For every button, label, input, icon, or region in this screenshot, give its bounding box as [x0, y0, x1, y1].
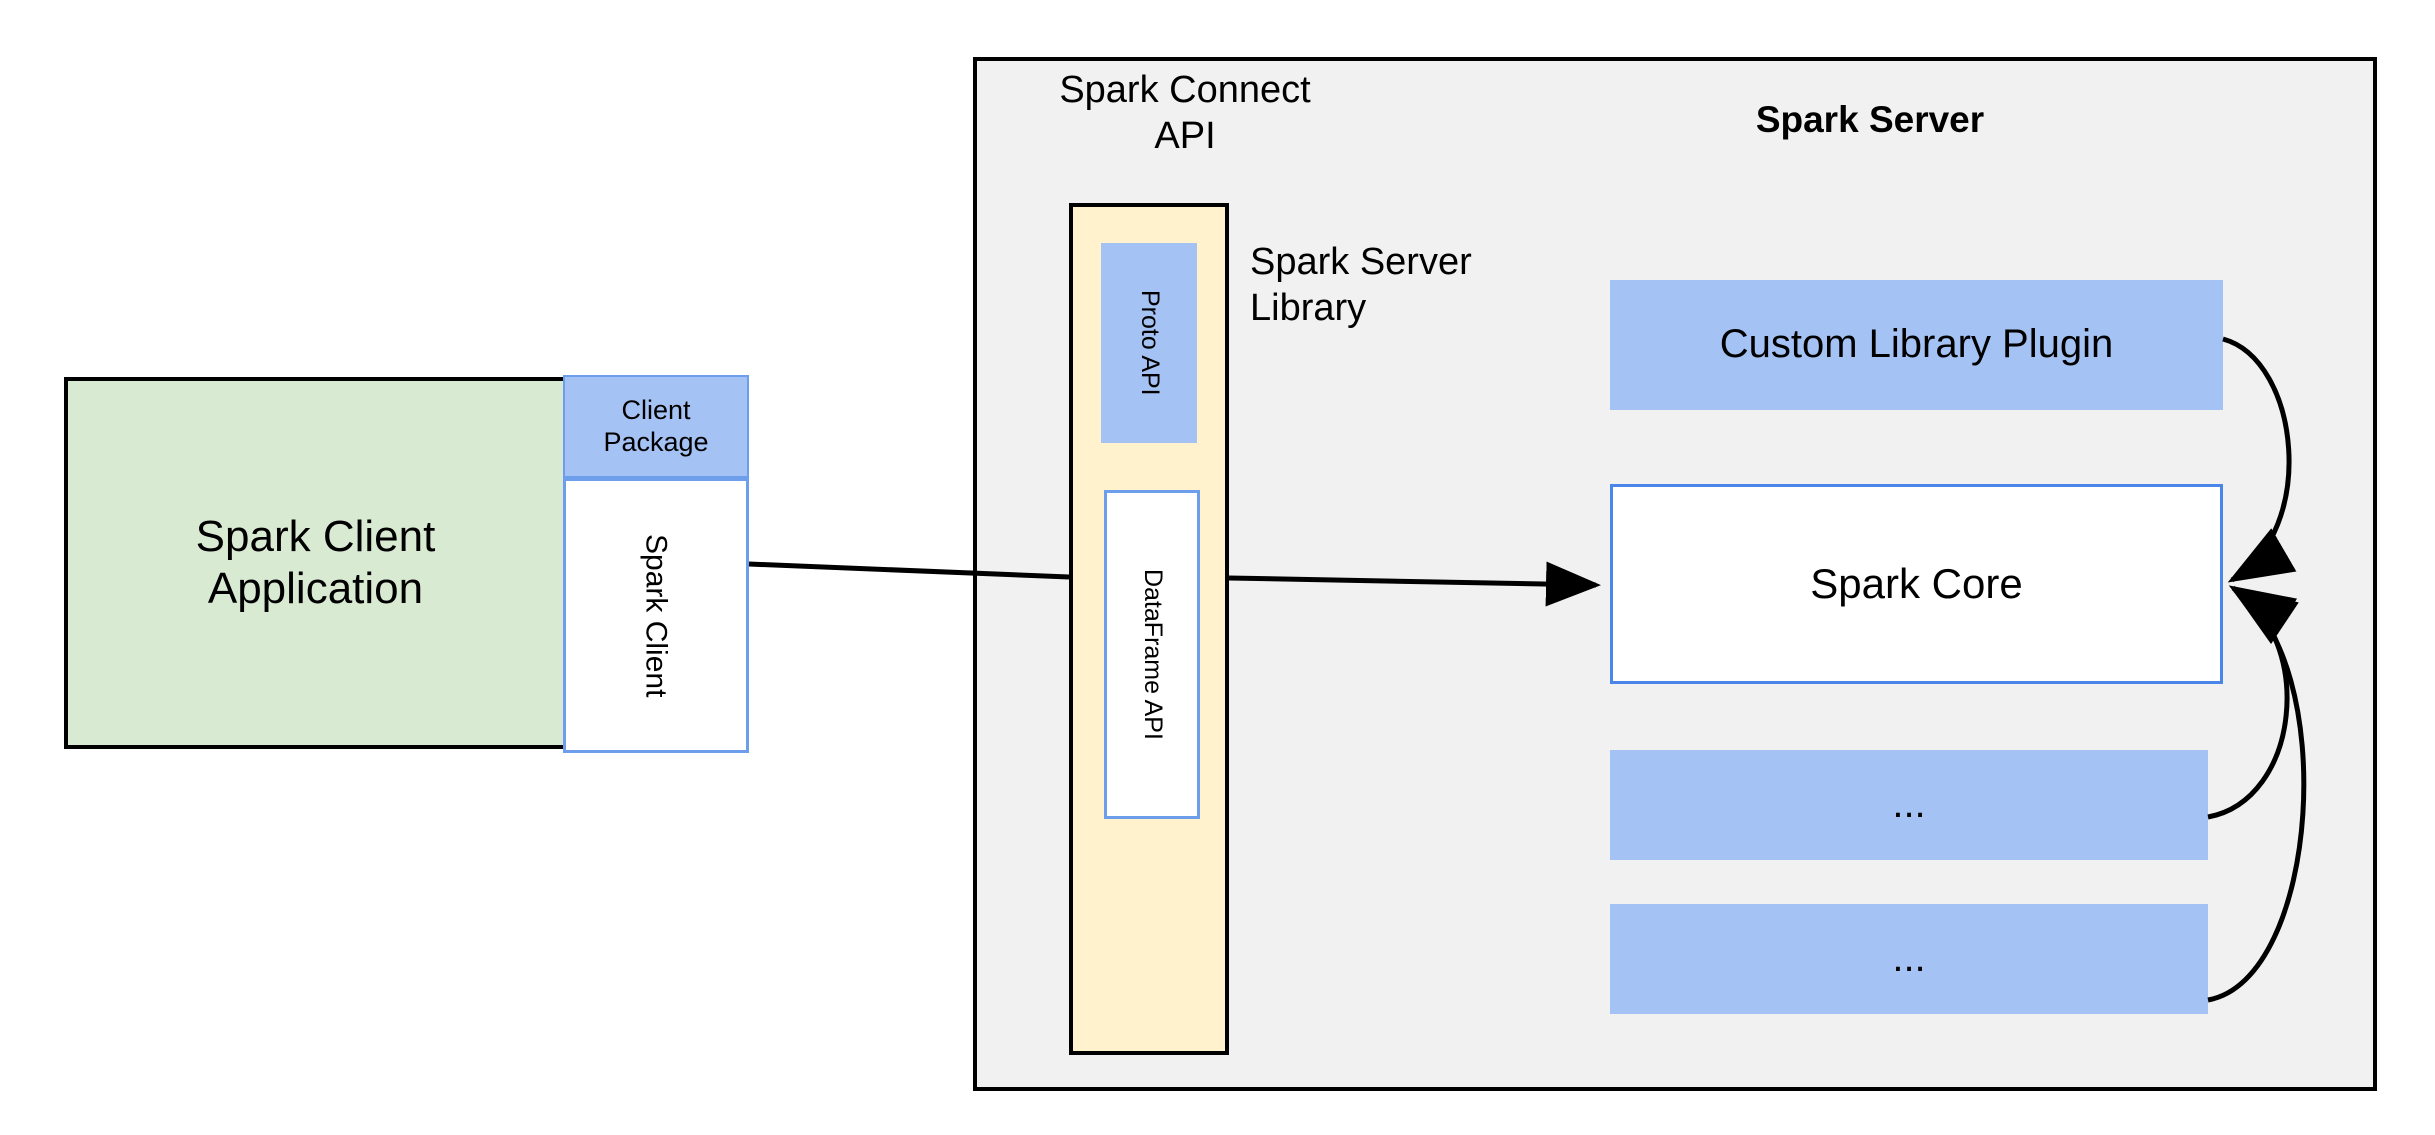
custom-library-plugin-box: Custom Library Plugin	[1610, 280, 2223, 410]
spark-client-label: Spark Client	[639, 533, 673, 698]
spark-client-box: Spark Client	[563, 478, 749, 753]
spark-connect-api-line2: API	[1154, 115, 1216, 157]
spark-client-application-box: Spark Client Application	[64, 377, 567, 749]
placeholder-box-1: ...	[1610, 750, 2208, 860]
client-package-label-line1: Client	[621, 394, 691, 425]
spark-server-title: Spark Server	[1755, 99, 1985, 141]
proto-api-label: Proto API	[1135, 290, 1164, 396]
proto-api-box: Proto API	[1101, 243, 1197, 443]
dataframe-api-label: DataFrame API	[1138, 569, 1167, 740]
spark-server-library-line2: Library	[1250, 287, 1367, 329]
client-app-label-line1: Spark Client	[195, 512, 436, 562]
placeholder-box-2: ...	[1610, 904, 2208, 1014]
dataframe-api-box: DataFrame API	[1104, 490, 1200, 819]
spark-server-library-label: Spark Server Library	[1250, 240, 1560, 330]
spark-connect-api-line1: Spark Connect	[1059, 68, 1311, 111]
spark-server-library-line1: Spark Server	[1250, 240, 1472, 283]
spark-core-box: Spark Core	[1610, 484, 2223, 684]
client-app-label-line2: Application	[207, 564, 424, 613]
client-package-label-line2: Package	[603, 426, 709, 457]
client-package-box: Client Package	[563, 375, 749, 478]
spark-connect-api-label: Spark Connect API	[1010, 68, 1360, 158]
